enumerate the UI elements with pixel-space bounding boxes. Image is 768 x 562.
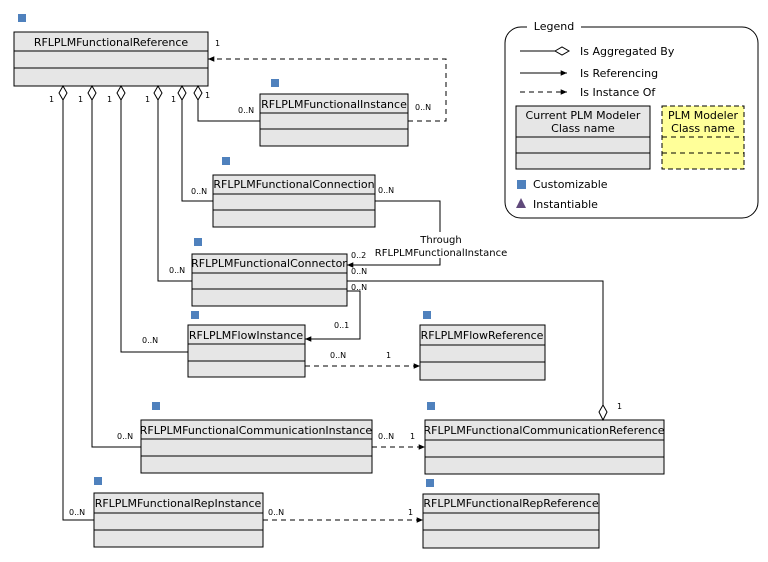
class-name: RFLPLMFlowReference [421, 329, 544, 342]
customizable-marker [18, 14, 26, 22]
class-functional-connector[interactable]: RFLPLMFunctionalConnector [191, 238, 348, 307]
legend-referencing-label: Is Referencing [580, 67, 658, 80]
svg-text:Current PLM Modeler: Current PLM Modeler [526, 109, 641, 122]
customizable-marker [194, 238, 202, 246]
legend: Legend Is Aggregated By Is Referencing I… [504, 20, 759, 219]
legend-plm-class: PLM Modeler Class name [661, 105, 745, 170]
class-rep-instance[interactable]: RFLPLMFunctionalRepInstance [93, 477, 264, 548]
svg-text:1: 1 [78, 95, 83, 104]
svg-text:1: 1 [410, 432, 415, 441]
class-name: RFLPLMFunctionalCommunicationReference [423, 424, 664, 437]
svg-text:0..N: 0..N [169, 266, 185, 275]
aggregation-lines [62, 100, 260, 521]
customizable-marker [423, 311, 431, 319]
svg-text:Class name: Class name [551, 122, 615, 135]
svg-text:0..N: 0..N [378, 432, 394, 441]
svg-text:1: 1 [215, 39, 220, 48]
svg-text:PLM Modeler: PLM Modeler [668, 109, 739, 122]
class-name: RFLPLMFunctionalCommunicationInstance [140, 424, 373, 437]
class-name: RFLPLMFunctionalRepInstance [95, 497, 262, 510]
customizable-marker [271, 79, 279, 87]
customizable-marker [427, 402, 435, 410]
legend-instantiable-label: Instantiable [533, 198, 598, 211]
class-name: RFLPLMFunctionalReference [34, 36, 189, 49]
svg-text:1: 1 [386, 351, 391, 360]
multiplicity-labels: 1 1 1 1 1 1 1 0..N 0..N 0..N 0..N 0..N 0… [49, 39, 622, 517]
svg-text:0..N: 0..N [378, 186, 394, 195]
svg-text:0..N: 0..N [117, 432, 133, 441]
svg-text:0..N: 0..N [351, 283, 367, 292]
customizable-marker [426, 479, 434, 487]
class-flow-reference[interactable]: RFLPLMFlowReference [419, 311, 546, 381]
svg-text:1: 1 [49, 95, 54, 104]
class-rep-reference[interactable]: RFLPLMFunctionalRepReference [422, 479, 600, 549]
class-name: RFLPLMFunctionalRepReference [423, 497, 598, 510]
svg-text:0..N: 0..N [330, 351, 346, 360]
svg-text:1: 1 [107, 95, 112, 104]
svg-text:0..1: 0..1 [334, 321, 349, 330]
class-name: RFLPLMFlowInstance [189, 329, 303, 342]
svg-text:0..N: 0..N [238, 106, 254, 115]
svg-text:Through: Through [419, 235, 461, 246]
class-name: RFLPLMFunctionalConnector [191, 257, 347, 270]
instantiable-marker [516, 198, 526, 208]
legend-instance-of-label: Is Instance Of [580, 86, 656, 99]
svg-text:RFLPLMFunctionalInstance: RFLPLMFunctionalInstance [375, 248, 507, 259]
customizable-marker [94, 477, 102, 485]
svg-text:0..N: 0..N [191, 187, 207, 196]
aggregation-diamond [553, 46, 571, 56]
customizable-marker [191, 311, 199, 319]
svg-text:1: 1 [617, 402, 622, 411]
customizable-marker [152, 402, 160, 410]
customizable-marker [222, 157, 230, 165]
legend-customizable-label: Customizable [533, 178, 608, 191]
legend-current-class: Current PLM Modeler Class name [515, 105, 651, 170]
class-flow-instance[interactable]: RFLPLMFlowInstance [187, 311, 306, 378]
svg-text:1: 1 [408, 508, 413, 517]
svg-text:0..N: 0..N [142, 336, 158, 345]
legend-aggregated-label: Is Aggregated By [580, 45, 675, 58]
through-note: Through RFLPLMFunctionalInstance [374, 232, 508, 259]
class-name: RFLPLMFunctionalConnection [213, 178, 374, 191]
svg-text:0..N: 0..N [69, 508, 85, 517]
aggregation-diamond [598, 403, 608, 422]
svg-text:0..N: 0..N [351, 267, 367, 276]
svg-text:0..2: 0..2 [351, 251, 366, 260]
svg-text:1: 1 [145, 95, 150, 104]
class-functional-instance[interactable]: RFLPLMFunctionalInstance [259, 79, 409, 147]
instance-of-reference-link [208, 56, 447, 122]
svg-text:Class name: Class name [671, 122, 735, 135]
svg-text:1: 1 [205, 91, 210, 100]
customizable-marker [517, 180, 526, 189]
class-communication-reference[interactable]: RFLPLMFunctionalCommunicationReference [423, 402, 665, 475]
svg-text:0..N: 0..N [415, 103, 431, 112]
class-functional-connection[interactable]: RFLPLMFunctionalConnection [212, 157, 376, 228]
connector-communication-link [347, 280, 604, 405]
class-name: RFLPLMFunctionalInstance [261, 98, 407, 111]
svg-text:0..N: 0..N [268, 508, 284, 517]
svg-text:1: 1 [171, 95, 176, 104]
class-functional-reference[interactable]: RFLPLMFunctionalReference [13, 14, 209, 87]
legend-title: Legend [534, 20, 574, 33]
connector-to-flow-link [305, 290, 361, 342]
class-communication-instance[interactable]: RFLPLMFunctionalCommunicationInstance [140, 402, 373, 474]
